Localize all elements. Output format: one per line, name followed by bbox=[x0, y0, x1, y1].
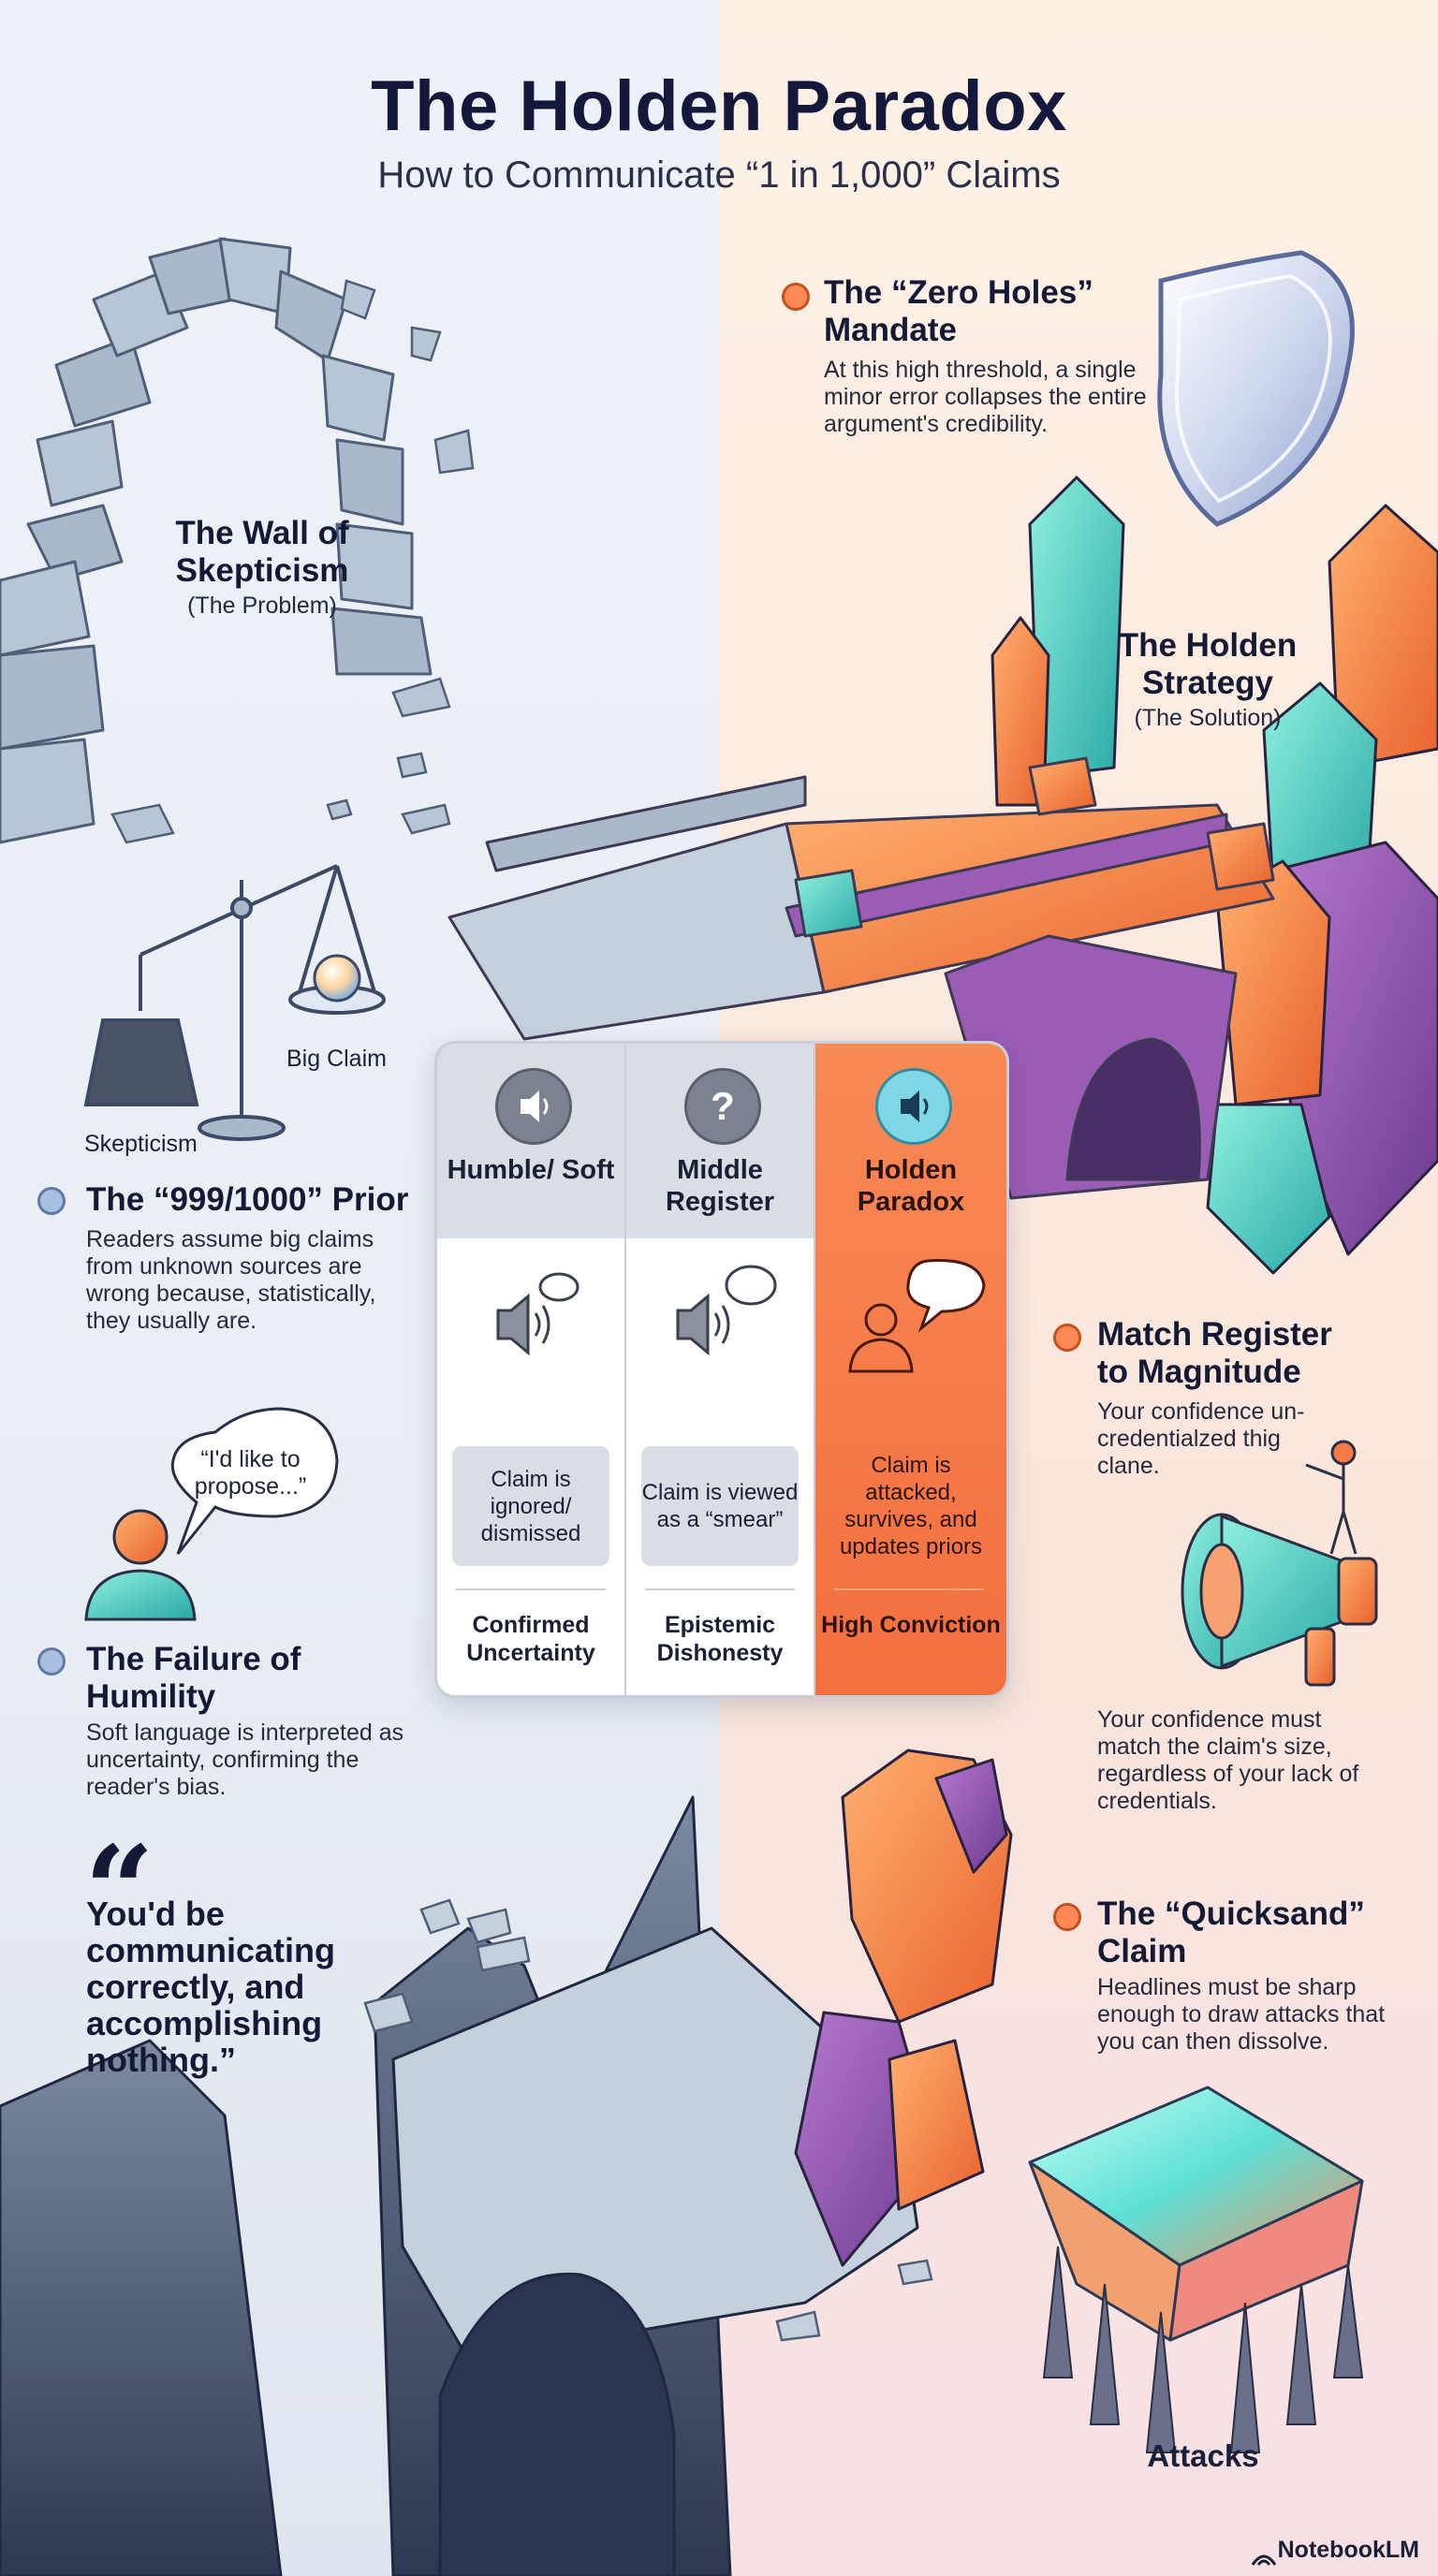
column-verdict: High Conviction bbox=[821, 1612, 1001, 1638]
humility-title-line1: The Failure of bbox=[86, 1641, 301, 1677]
card-column-humble: Humble/ Soft Claim is ignored/ dismissed… bbox=[437, 1044, 626, 1695]
prior-title: The “999/1000” Prior bbox=[86, 1181, 409, 1218]
shield-icon bbox=[1157, 250, 1355, 527]
falling-bricks bbox=[363, 1898, 933, 2342]
quote-text: You'd be communicating correctly, and ac… bbox=[86, 1895, 336, 2079]
bridge bbox=[448, 756, 1275, 1200]
attack-spikes bbox=[1042, 2246, 1364, 2453]
zero-holes-body: At this high threshold, a single minor e… bbox=[824, 357, 1147, 437]
column-outcome: Claim is attacked, survives, and updates… bbox=[839, 1453, 983, 1559]
falling-debris bbox=[110, 279, 475, 844]
strategy-title-line2: Strategy bbox=[1141, 665, 1274, 701]
column-divider bbox=[645, 1588, 795, 1590]
scale-right-label: Big Claim bbox=[286, 1046, 387, 1072]
humility-title-line2: Humility bbox=[86, 1678, 216, 1715]
comparison-card: Humble/ Soft Claim is ignored/ dismissed… bbox=[434, 1041, 1009, 1698]
zero-holes-title-line1: The “Zero Holes” bbox=[824, 274, 1093, 311]
quicksand-bullet bbox=[1053, 1903, 1081, 1931]
speaker-bubble-icon bbox=[676, 1265, 777, 1356]
broken-bridge-cliff bbox=[0, 1795, 919, 2576]
column-name: Middle Register bbox=[665, 1155, 775, 1217]
strategy-subtitle: (The Solution) bbox=[1134, 705, 1282, 731]
page-subtitle: How to Communicate “1 in 1,000” Claims bbox=[377, 154, 1061, 196]
humility-body: Soft language is interpreted as uncertai… bbox=[86, 1720, 404, 1800]
column-header: ? Middle Register bbox=[626, 1044, 814, 1238]
column-name: Humble/ Soft bbox=[447, 1155, 615, 1185]
scale-left-label: Skepticism bbox=[84, 1131, 198, 1157]
big-claim-orb bbox=[313, 954, 361, 1003]
quote-mark-icon: “ bbox=[84, 1819, 154, 1962]
humility-bullet bbox=[37, 1647, 66, 1676]
column-verdict: Confirmed Uncertainty bbox=[466, 1612, 595, 1666]
quicksand-title-line2: Claim bbox=[1097, 1933, 1187, 1969]
crystal-castle bbox=[990, 476, 1438, 1275]
match-body: Your confidence un-credentialzed thig cl… bbox=[1097, 1398, 1305, 1479]
wall-title-line1: The Wall of bbox=[175, 515, 349, 551]
column-name: Holden Paradox bbox=[857, 1155, 965, 1217]
question-icon: ? bbox=[684, 1068, 761, 1145]
match-title-line2: to Magnitude bbox=[1097, 1354, 1301, 1390]
wall-label: The Wall of Skepticism (The Problem) bbox=[140, 515, 384, 622]
match-title-line1: Match Register bbox=[1097, 1316, 1332, 1353]
column-divider bbox=[456, 1588, 606, 1590]
prior-bullet bbox=[37, 1187, 66, 1215]
zero-holes-bullet bbox=[782, 283, 810, 311]
svg-text:?: ? bbox=[711, 1084, 735, 1128]
speaker-bubble-icon bbox=[496, 1272, 580, 1356]
strategy-title-line1: The Holden bbox=[1118, 627, 1298, 664]
brand-name: NotebookLM bbox=[1277, 2537, 1419, 2563]
quicksand-title-line1: The “Quicksand” bbox=[1097, 1895, 1365, 1932]
speech-bubble-shape bbox=[170, 1407, 339, 1555]
attacks-label: Attacks bbox=[1147, 2438, 1259, 2473]
prior-body: Readers assume big claims from unknown s… bbox=[86, 1226, 376, 1334]
zero-holes-section: The “Zero Holes” Mandate At this high th… bbox=[824, 274, 1161, 438]
gem-icon bbox=[1028, 2086, 1364, 2342]
page-title: The Holden Paradox bbox=[371, 66, 1067, 146]
person-speaking-icon bbox=[848, 1259, 986, 1373]
humility-section: The Failure of Humility Soft language is… bbox=[86, 1641, 404, 1801]
balance-scale bbox=[83, 864, 386, 1141]
stone-arch bbox=[0, 237, 433, 844]
speaker-icon bbox=[495, 1068, 572, 1145]
column-header: Holden Paradox bbox=[815, 1044, 1006, 1238]
match-section: Match Register to Magnitude Your confide… bbox=[1097, 1316, 1406, 1480]
column-divider bbox=[834, 1588, 984, 1590]
match-body-secondary: Your confidence must match the claim's s… bbox=[1097, 1706, 1359, 1814]
column-outcome: Claim is ignored/ dismissed bbox=[452, 1446, 609, 1566]
column-verdict: Epistemic Dishonesty bbox=[656, 1612, 784, 1666]
column-outcome: Claim is viewed as a “smear” bbox=[641, 1446, 799, 1566]
crystal-formation bbox=[794, 1749, 1013, 2267]
card-column-holden: Holden Paradox Claim is attacked, surviv… bbox=[815, 1044, 1006, 1695]
match-bullet bbox=[1053, 1324, 1081, 1352]
wall-subtitle: (The Problem) bbox=[187, 593, 337, 619]
person-icon bbox=[84, 1509, 197, 1621]
quicksand-body: Headlines must be sharp enough to draw a… bbox=[1097, 1974, 1386, 2055]
card-column-middle: ? Middle Register Claim is viewed as a “… bbox=[626, 1044, 815, 1695]
strategy-label: The Holden Strategy (The Solution) bbox=[1105, 627, 1311, 734]
megaphone-icon bbox=[1181, 1513, 1378, 1687]
brand-logo-icon bbox=[1251, 2554, 1277, 2566]
prior-section: The “999/1000” Prior Readers assume big … bbox=[86, 1181, 423, 1335]
quicksand-section: The “Quicksand” Claim Headlines must be … bbox=[1097, 1895, 1406, 2056]
column-header: Humble/ Soft bbox=[437, 1044, 624, 1238]
speaker-icon bbox=[875, 1068, 952, 1145]
zero-holes-title-line2: Mandate bbox=[824, 312, 957, 348]
speech-bubble-text: “I'd like to propose...” bbox=[194, 1446, 307, 1500]
standing-person-icon bbox=[1305, 1440, 1357, 1555]
wall-title-line2: Skepticism bbox=[175, 552, 349, 589]
